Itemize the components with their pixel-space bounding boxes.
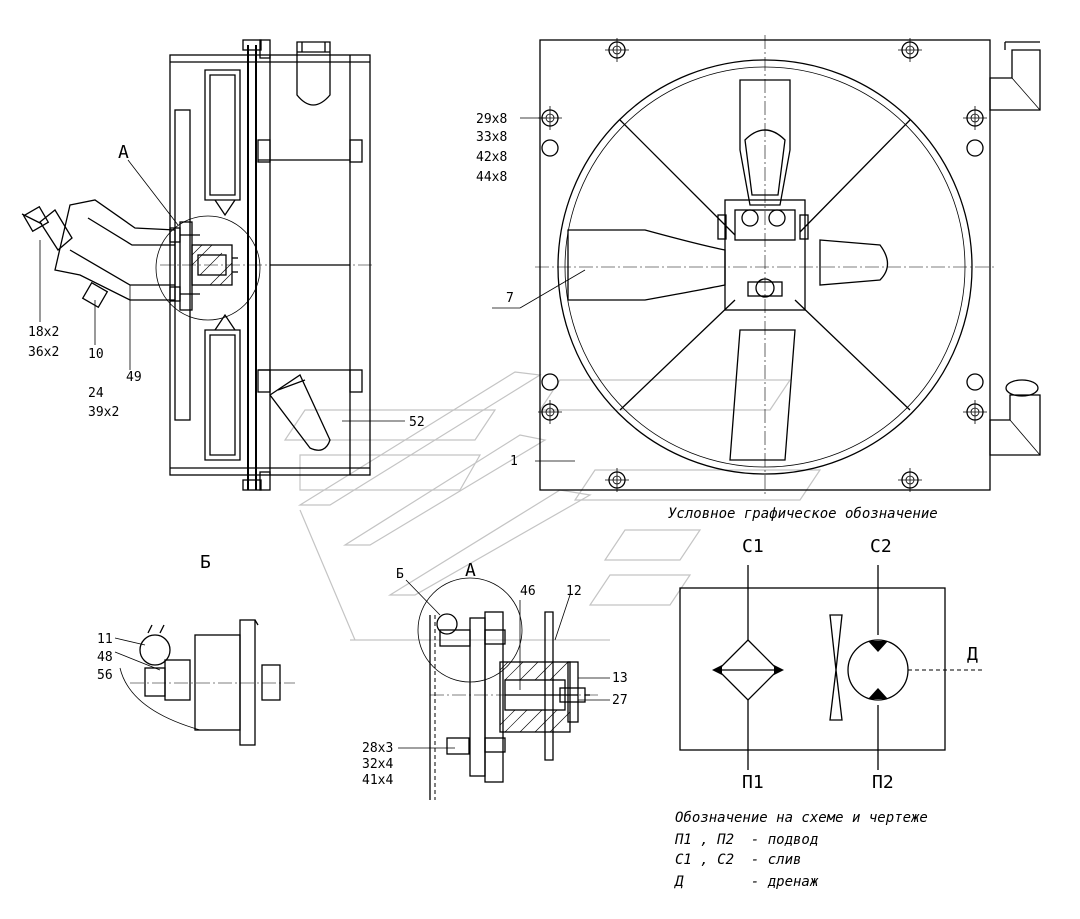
label-27: 27 — [612, 693, 628, 708]
label-56: 56 — [97, 668, 113, 683]
side-view — [21, 39, 375, 491]
label-detail-b: Б — [396, 567, 404, 582]
port-p2: П2 — [872, 772, 894, 793]
leader-lines — [39, 117, 610, 749]
front-view — [535, 35, 1041, 495]
symbol-title: Условное графическое обозначение — [668, 506, 938, 522]
port-c1: С1 — [742, 536, 764, 557]
label-44: 44х8 — [476, 170, 507, 185]
label-48: 48 — [97, 650, 113, 665]
detail-b-view — [119, 619, 295, 746]
legend-row-1: П1 , П2 - подвод — [674, 832, 818, 848]
label-view-a: А — [118, 142, 129, 163]
label-13: 13 — [612, 671, 628, 686]
label-18: 18х2 — [28, 325, 59, 340]
label-52: 52 — [409, 415, 425, 430]
label-7: 7 — [506, 291, 514, 306]
label-11: 11 — [97, 632, 113, 647]
label-detail-a: А — [465, 560, 476, 581]
label-10: 10 — [88, 347, 104, 362]
watermark — [283, 371, 822, 641]
label-41: 41х4 — [362, 773, 393, 788]
port-c2: С2 — [870, 536, 892, 557]
label-32: 32х4 — [362, 757, 393, 772]
legend-row-2: С1 , С2 - слив — [675, 852, 801, 868]
detail-a-view — [417, 577, 600, 800]
label-29: 29х8 — [476, 112, 507, 127]
legend-title: Обозначение на схеме и чертеже — [675, 810, 928, 826]
label-42: 42х8 — [476, 150, 507, 165]
legend: Обозначение на схеме и чертеже П1 , П2 -… — [674, 810, 928, 890]
hydraulic-symbol — [679, 565, 985, 770]
label-12: 12 — [566, 584, 582, 599]
label-49: 49 — [126, 370, 142, 385]
part-labels: А Б А Б 29х8 33х8 42х8 44х8 7 1 52 18х2 … — [28, 112, 628, 788]
label-33: 33х8 — [476, 130, 507, 145]
label-36: 36х2 — [28, 345, 59, 360]
label-39: 39х2 — [88, 405, 119, 420]
label-28: 28х3 — [362, 741, 393, 756]
label-24: 24 — [88, 386, 104, 401]
label-1: 1 — [510, 454, 518, 469]
port-p1: П1 — [742, 772, 764, 793]
port-d: Д — [967, 644, 978, 665]
symbol-labels: Условное графическое обозначение С1 С2 П… — [668, 506, 978, 793]
legend-row-3: Д - дренаж — [674, 874, 819, 890]
label-46: 46 — [520, 584, 536, 599]
label-view-b: Б — [200, 552, 211, 573]
